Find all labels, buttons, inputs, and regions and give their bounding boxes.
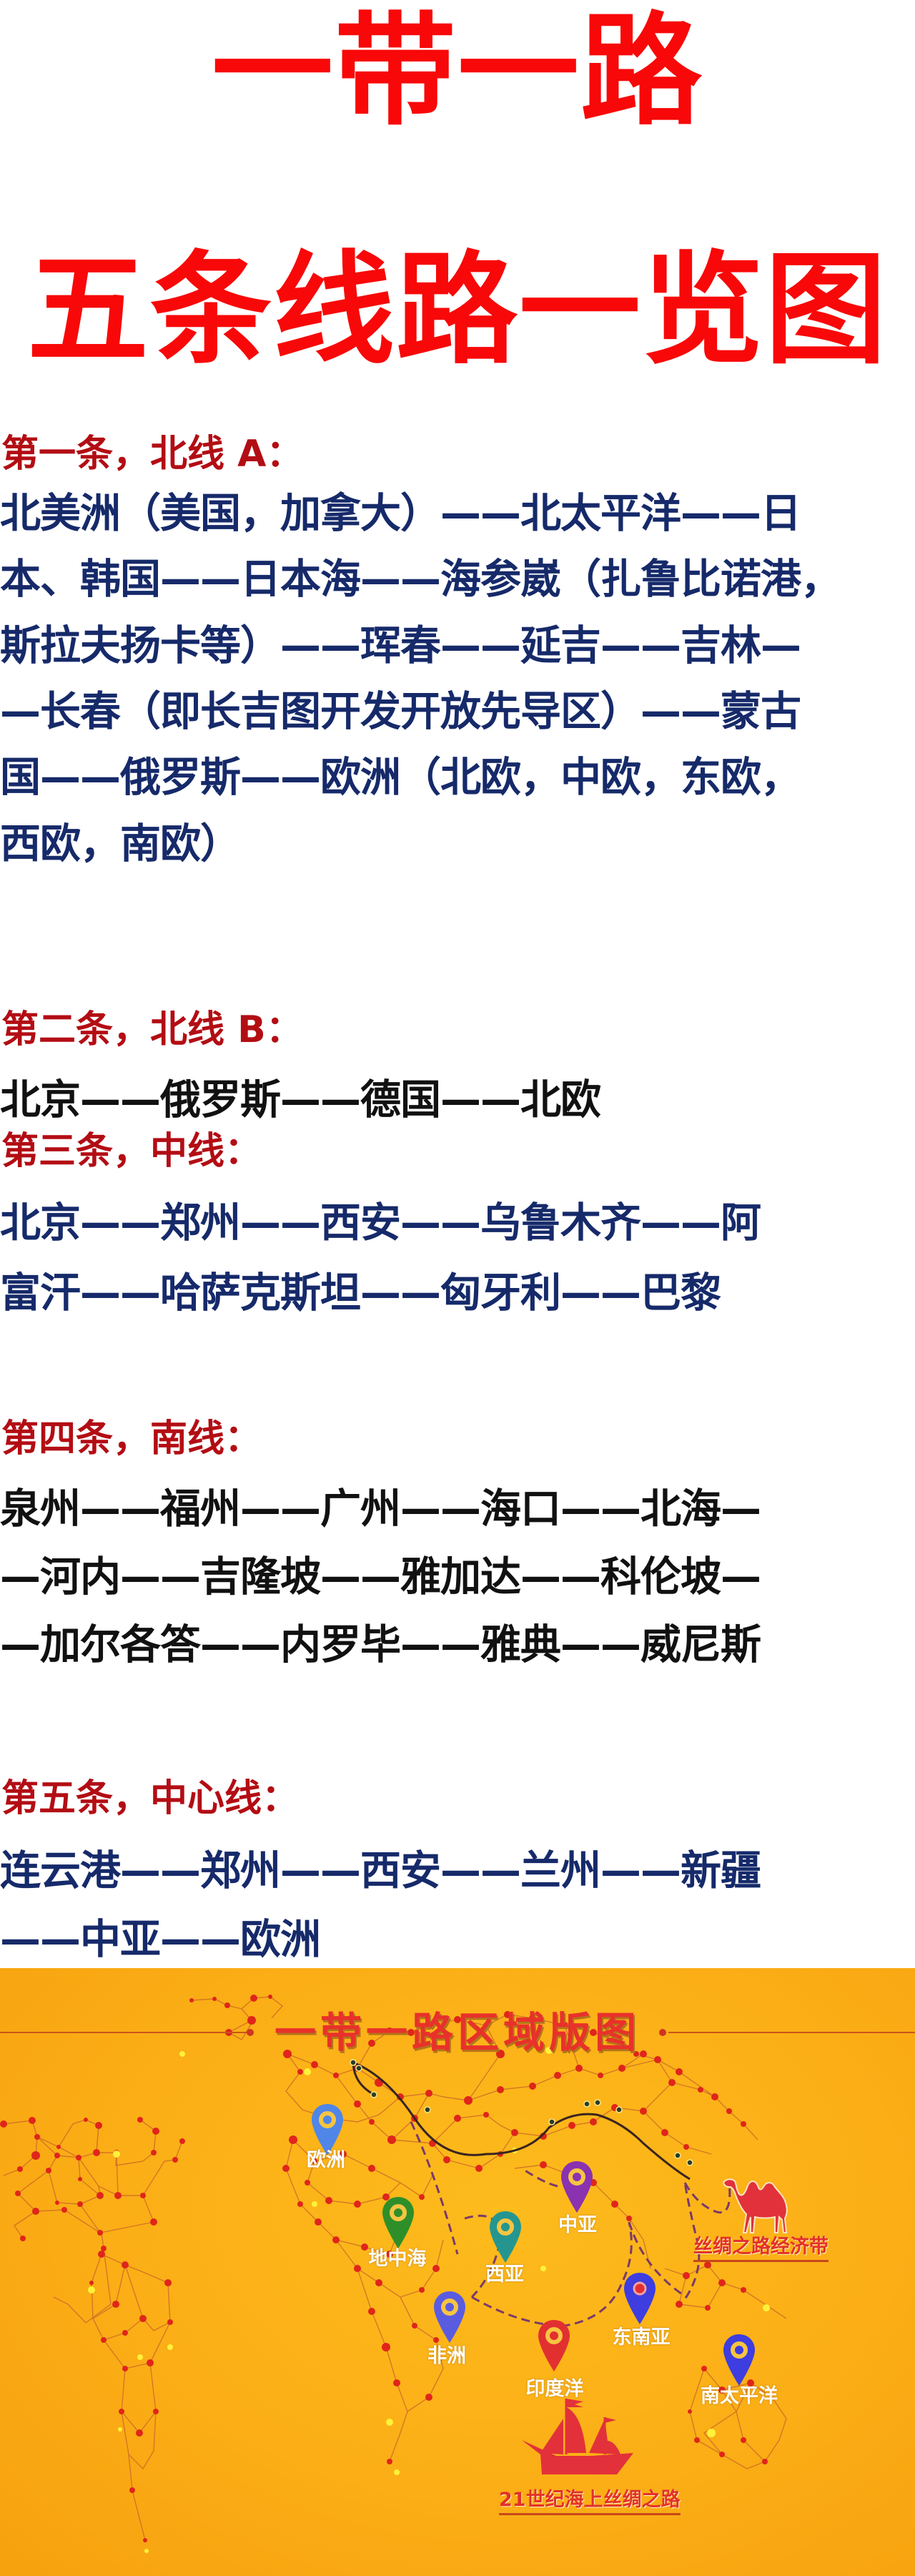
route-text-line: ——中亚——欧洲 xyxy=(0,1916,321,1963)
page-title-line1: 一带一路 xyxy=(211,1,703,142)
route-text-line: 北京——郑州——西安——乌鲁木齐——阿 xyxy=(0,1199,761,1247)
route-text-line: 北美洲（美国，加拿大）——北太平洋——日 xyxy=(0,490,801,537)
route-text-line: 西欧，南欧） xyxy=(0,820,241,867)
route-heading: 第一条，北线 A： xyxy=(1,433,304,476)
sea-route-label: 21世纪海上丝绸之路 xyxy=(499,2489,681,2515)
route-heading: 第三条，中线： xyxy=(1,1130,262,1173)
sailing-ship-icon xyxy=(522,2399,633,2474)
pin-label-south-pacific: 南太平洋 xyxy=(701,2385,778,2407)
route-text-line: —长春（即长吉图开发开放先导区）——蒙古 xyxy=(0,688,801,735)
pin-label-central-asia: 中亚 xyxy=(558,2214,597,2236)
divider-line xyxy=(668,2032,915,2033)
location-pin-icon xyxy=(538,2320,570,2371)
location-pin-icon xyxy=(624,2273,656,2324)
pin-label-indian-ocean: 印度洋 xyxy=(525,2378,584,2400)
route-text-line: —加尔各答——内罗毕——雅典——威尼斯 xyxy=(0,1621,761,1668)
location-pin-icon xyxy=(490,2211,521,2263)
page-title-line2: 五条线路一览图 xyxy=(26,240,888,381)
location-pin-icon xyxy=(723,2334,755,2386)
belt-road-region-map: 一带一路区域版图 欧洲 地中海 西亚 中亚 非洲 印度洋 东南亚 xyxy=(0,1968,915,2576)
route-text-line: 斯拉夫扬卡等）——珲春——延吉——吉林— xyxy=(0,622,801,669)
pin-label-west-asia: 西亚 xyxy=(485,2263,524,2286)
location-pin-icon xyxy=(312,2104,343,2155)
location-pin-icon xyxy=(561,2161,593,2213)
map-title-bar: 一带一路区域版图 xyxy=(0,2011,915,2054)
route-text-line: 国——俄罗斯——欧洲（北欧，中欧，东欧， xyxy=(0,754,801,801)
location-pin-icon xyxy=(434,2291,465,2343)
camel-icon xyxy=(722,2178,788,2233)
land-route-label: 丝绸之路经济带 xyxy=(693,2236,829,2262)
divider-dot xyxy=(247,2029,254,2036)
route-text-line: 泉州——福州——广州——海口——北海— xyxy=(0,1485,761,1533)
pin-label-mediterranean: 地中海 xyxy=(368,2248,427,2270)
location-pin-icon xyxy=(382,2197,414,2248)
divider-dot xyxy=(659,2029,666,2036)
route-heading: 第二条，北线 B： xyxy=(1,1008,303,1051)
route-heading: 第五条，中心线： xyxy=(1,1777,300,1820)
map-title: 一带一路区域版图 xyxy=(274,2008,640,2057)
route-heading: 第四条，南线： xyxy=(1,1417,262,1460)
route-text-line: 富汗——哈萨克斯坦——匈牙利——巴黎 xyxy=(0,1269,721,1317)
route-text-line: —河内——吉隆坡——雅加达——科伦坡— xyxy=(0,1553,761,1601)
world-network-map xyxy=(0,1995,787,2553)
route-text-line: 北京——俄罗斯——德国——北欧 xyxy=(0,1076,601,1124)
route-text-line: 连云港——郑州——西安——兰州——新疆 xyxy=(0,1847,761,1894)
pin-label-southeast-asia: 东南亚 xyxy=(612,2326,671,2349)
route-text-line: 本、韩国——日本海——海参崴（扎鲁比诺港， xyxy=(0,556,841,603)
divider-line xyxy=(0,2032,247,2033)
pin-label-africa: 非洲 xyxy=(427,2345,466,2367)
pin-label-europe: 欧洲 xyxy=(307,2149,345,2171)
